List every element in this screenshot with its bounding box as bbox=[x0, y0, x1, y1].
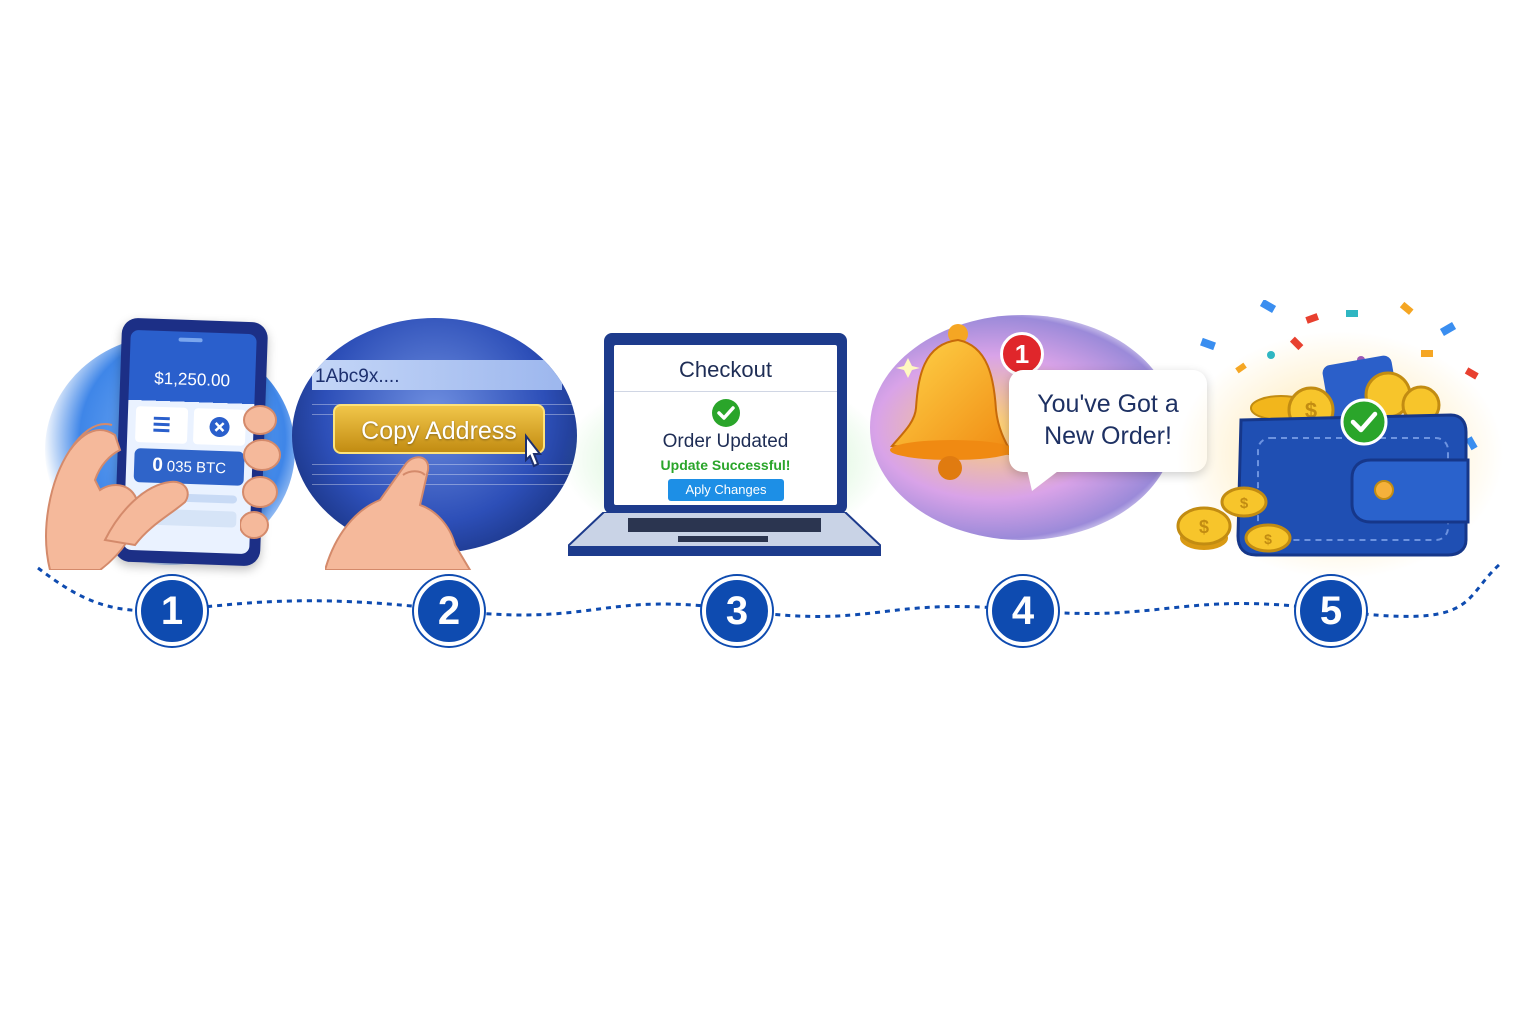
cursor-icon bbox=[525, 433, 543, 468]
step-number-1: 1 bbox=[137, 576, 207, 646]
grid-line bbox=[312, 484, 577, 485]
bell-icon bbox=[890, 324, 1014, 480]
list-icon bbox=[153, 416, 170, 433]
new-order-message: You've Got a New Order! bbox=[1009, 388, 1207, 452]
message-line-1: You've Got a bbox=[1037, 390, 1179, 418]
address-preview: 1Abc9x.... bbox=[315, 366, 400, 387]
address-field[interactable] bbox=[312, 360, 562, 390]
menu-tile[interactable] bbox=[134, 406, 189, 444]
checkout-window: Checkout Order Updated Update Successful… bbox=[614, 345, 837, 505]
check-icon bbox=[1340, 398, 1388, 446]
grid-line bbox=[312, 474, 577, 475]
svg-text:$: $ bbox=[1199, 517, 1209, 537]
svg-text:$: $ bbox=[1305, 398, 1317, 423]
svg-text:$: $ bbox=[1264, 531, 1272, 547]
copy-address-button[interactable]: Copy Address bbox=[333, 404, 545, 454]
confetti-icon bbox=[1200, 300, 1479, 451]
message-line-2: New Order! bbox=[1044, 422, 1172, 450]
wallet-icon: $ $ $ $ bbox=[1176, 300, 1479, 557]
divider bbox=[614, 391, 837, 392]
order-status-title: Order Updated bbox=[662, 431, 789, 452]
check-icon bbox=[712, 399, 740, 427]
step-number-2: 2 bbox=[414, 576, 484, 646]
hand-icon bbox=[325, 456, 472, 570]
speech-bubble-icon bbox=[1009, 370, 1207, 472]
step-number-5: 5 bbox=[1296, 576, 1366, 646]
step-number-3: 3 bbox=[702, 576, 772, 646]
bitcoin-icon bbox=[209, 416, 230, 437]
grid-line bbox=[312, 464, 577, 465]
fingers-icon bbox=[240, 405, 281, 539]
apply-changes-button[interactable]: Aply Changes bbox=[668, 479, 784, 501]
wallet-balance: $1,250.00 bbox=[154, 368, 231, 391]
step-number-4: 4 bbox=[988, 576, 1058, 646]
laptop-icon: Checkout Order Updated Update Successful… bbox=[604, 333, 847, 514]
laptop-keyboard bbox=[568, 512, 881, 556]
speech-bubble-tail bbox=[1026, 465, 1066, 491]
svg-text:$: $ bbox=[1240, 495, 1249, 512]
crypto-tile[interactable] bbox=[192, 408, 247, 446]
update-success-message: Update Successful! bbox=[660, 457, 791, 473]
thumb-icon bbox=[103, 480, 189, 547]
phone-speaker bbox=[178, 337, 203, 343]
checkout-title: Checkout bbox=[679, 357, 772, 382]
